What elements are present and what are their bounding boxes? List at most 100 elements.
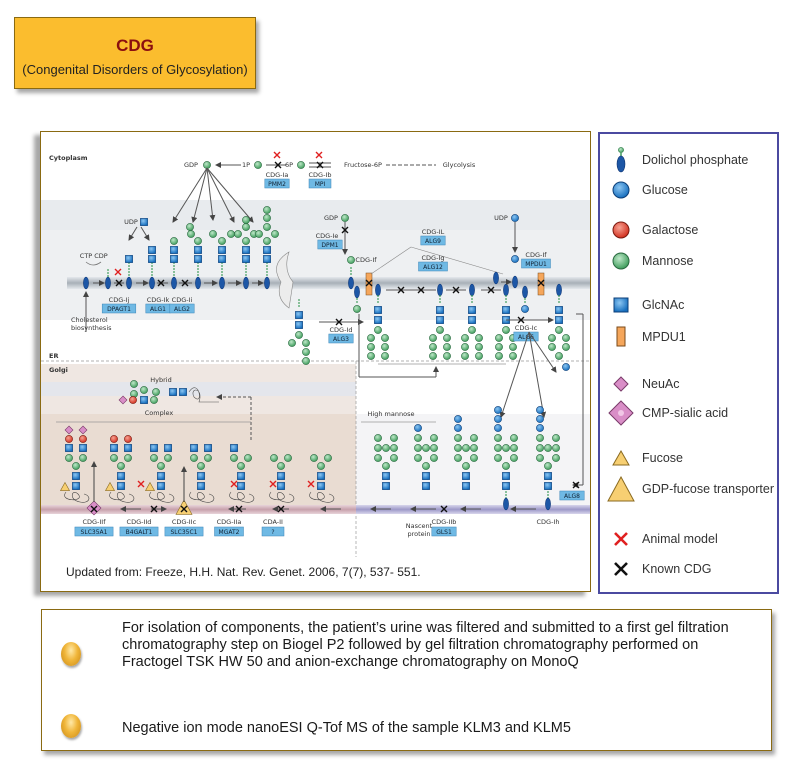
phosphate-dot xyxy=(356,301,358,303)
glcnac-icon xyxy=(110,444,118,452)
mannose-icon xyxy=(204,454,212,462)
compartment-label-golgi: Golgi xyxy=(49,366,68,374)
gdp-label: GDP xyxy=(184,161,198,169)
dolichol-phosphate-icon xyxy=(512,275,518,289)
phosphate-dot xyxy=(505,295,507,297)
mannose-icon xyxy=(187,230,195,238)
fucose-icon xyxy=(104,481,116,491)
mannose-icon xyxy=(422,444,430,452)
mannose-icon xyxy=(140,386,148,394)
mannose-icon xyxy=(536,454,544,462)
mannose-icon xyxy=(302,348,310,356)
mannose-icon xyxy=(190,454,198,462)
udp-label: UDP xyxy=(494,214,508,222)
known-cdg-icon xyxy=(335,318,343,326)
glcnac-icon xyxy=(218,246,226,254)
gene-badge xyxy=(559,490,585,501)
glucose-icon xyxy=(562,363,570,371)
gene-badge xyxy=(119,526,159,537)
phosphate-dot xyxy=(505,301,507,303)
glcnac-icon xyxy=(462,482,470,490)
mannose-icon xyxy=(72,462,80,470)
cdg-label: CDG-Ij xyxy=(109,296,130,304)
fucose-icon xyxy=(144,481,156,491)
cdg-label: CDG-Ik xyxy=(147,296,170,304)
glcnac-icon xyxy=(374,306,382,314)
dolichol-phosphate-icon xyxy=(149,276,155,290)
gene-badge xyxy=(328,333,354,344)
glcnac-icon xyxy=(382,482,390,490)
mannose-icon xyxy=(65,454,73,462)
legend-label: CMP-sialic acid xyxy=(642,406,729,420)
phosphate-dot xyxy=(245,265,247,267)
glcnac-icon xyxy=(157,472,165,480)
mannose-icon xyxy=(429,352,437,360)
mannose-icon xyxy=(367,343,375,351)
neuac-icon xyxy=(606,375,636,393)
phosphate-dot xyxy=(245,268,247,270)
mannose-icon xyxy=(234,230,242,238)
known-cdg-icon xyxy=(572,481,580,489)
cdg-label: CDG-Ih xyxy=(537,518,560,526)
gene-badge xyxy=(74,526,114,537)
mannose-icon xyxy=(227,230,235,238)
glcnac-icon xyxy=(242,255,250,263)
glcnac-icon xyxy=(606,296,636,314)
mannose-icon xyxy=(429,343,437,351)
compartment-label-er: ER xyxy=(49,352,58,360)
phosphate-dot xyxy=(173,271,175,273)
glucose-icon xyxy=(521,305,529,313)
animal-model-icon xyxy=(137,480,145,488)
dolichol-phosphate-icon xyxy=(195,276,201,290)
cdg-label: CDG-If xyxy=(355,256,377,264)
gene-label-alg3: ALG3 xyxy=(333,336,349,343)
phosphate-dot xyxy=(266,271,268,273)
mannose-icon xyxy=(367,352,375,360)
gene-badge xyxy=(418,261,448,272)
cdg-label: CDG-Ii xyxy=(172,296,193,304)
glcnac-icon xyxy=(117,472,125,480)
phosphate-dot xyxy=(471,295,473,297)
gene-badge xyxy=(308,178,332,189)
known-cdg-icon xyxy=(397,286,405,294)
glcnac-icon xyxy=(544,482,552,490)
mannose-icon xyxy=(494,434,502,442)
protein-coil xyxy=(64,491,90,503)
glcnac-icon xyxy=(169,388,177,396)
phosphate-dot xyxy=(356,298,358,300)
mannose-icon xyxy=(263,206,271,214)
mannose-icon xyxy=(436,326,444,334)
glcnac-icon xyxy=(150,444,158,452)
mannose-icon xyxy=(297,161,305,169)
glucose-icon xyxy=(494,415,502,423)
mannose-icon xyxy=(255,230,263,238)
fucose-icon xyxy=(59,481,71,491)
mannose-icon xyxy=(263,214,271,222)
glcnac-icon xyxy=(197,472,205,480)
arrow xyxy=(528,331,557,373)
legend-item-cmp-sialic-acid: CMP-sialic acid xyxy=(600,400,728,426)
glcnac-icon xyxy=(117,482,125,490)
glcnac-icon xyxy=(242,246,250,254)
glcnac-icon xyxy=(237,482,245,490)
cdg-label: CDG-Ie xyxy=(316,232,339,240)
glcnac-icon xyxy=(148,246,156,254)
glcnac-icon xyxy=(555,316,563,324)
cdg-label: CDG-Ib xyxy=(309,171,332,179)
dolichol-phosphate-icon xyxy=(219,276,225,290)
mannose-icon xyxy=(341,214,349,222)
phosphate-dot xyxy=(547,494,549,496)
cycle-arrow xyxy=(85,261,102,266)
mannose-icon xyxy=(237,462,245,470)
dolichol-phosphate-icon xyxy=(493,271,499,285)
fucose-icon xyxy=(606,450,636,466)
mannose-icon xyxy=(152,388,160,396)
glcnac-icon xyxy=(204,444,212,452)
arrow xyxy=(206,167,254,223)
phosphate-dot xyxy=(350,273,352,275)
mpdu1-icon xyxy=(606,325,636,349)
known-cdg-icon xyxy=(235,505,243,513)
legend-label: NeuAc xyxy=(642,377,680,391)
mannose-icon xyxy=(374,454,382,462)
known-cdg-icon xyxy=(365,279,373,287)
